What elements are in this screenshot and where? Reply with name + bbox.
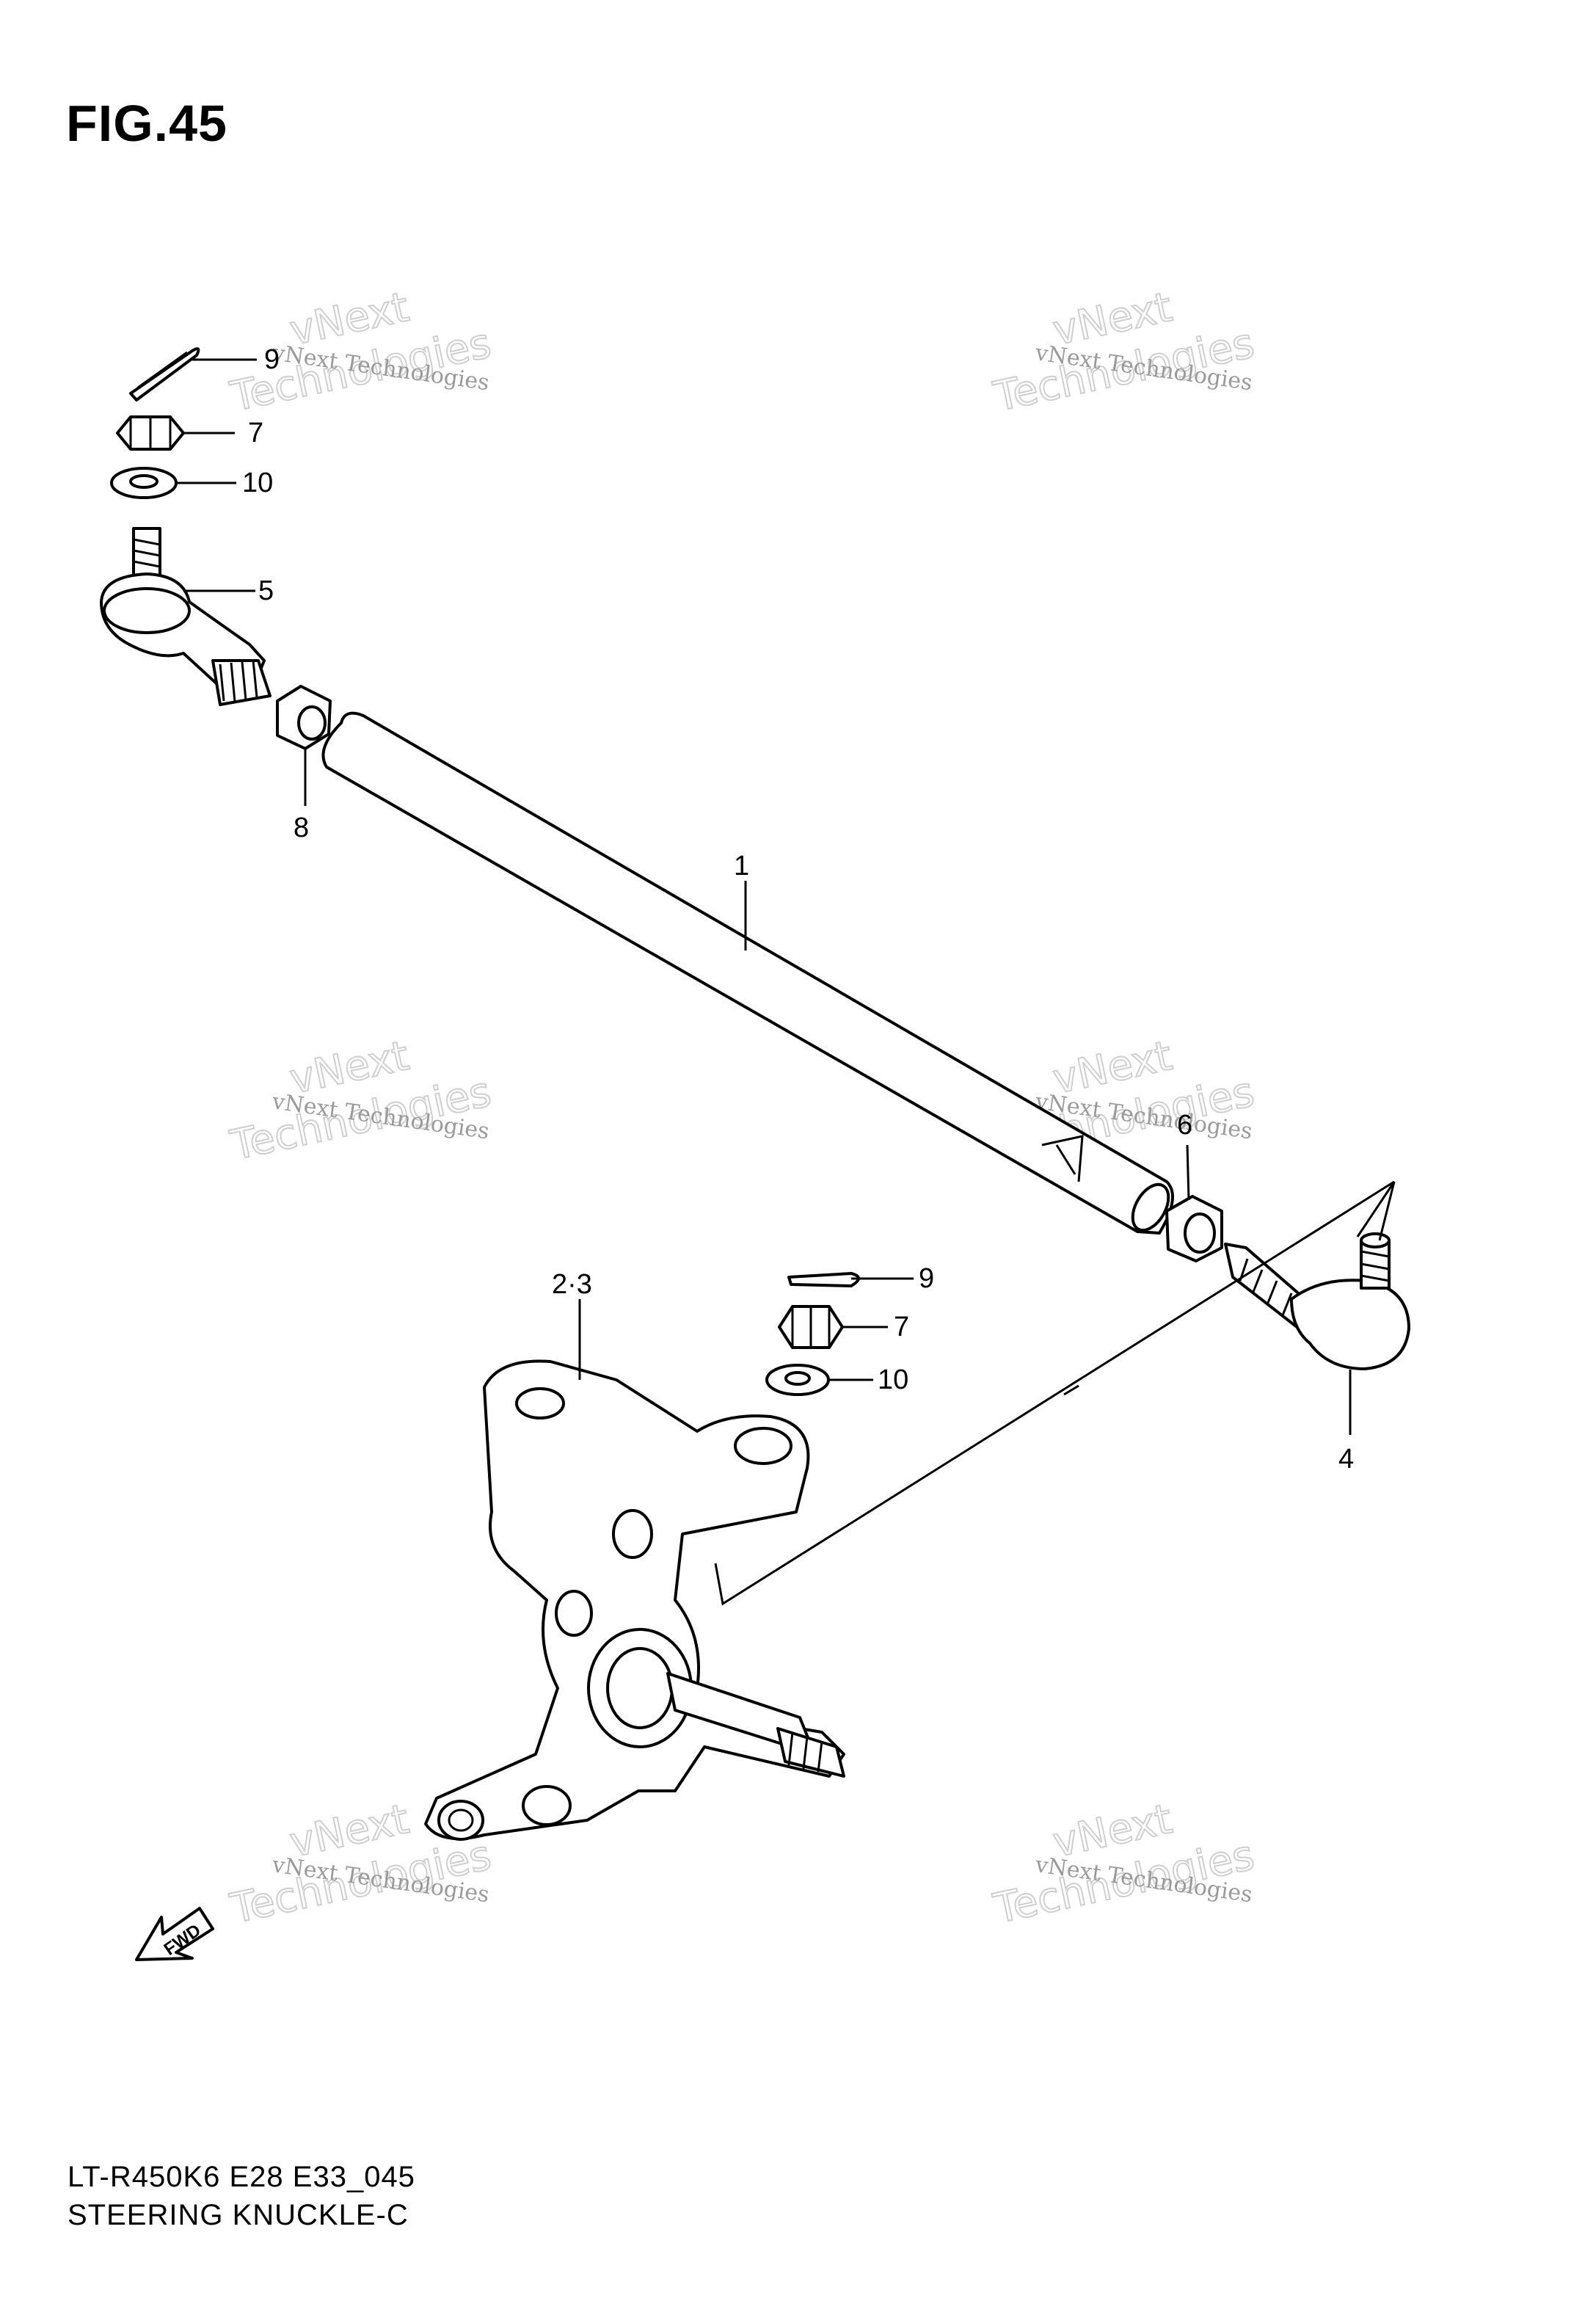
steering-knuckle bbox=[424, 1359, 845, 1841]
callout-1: 1 bbox=[734, 851, 749, 881]
assembly-guide-dash bbox=[1063, 1384, 1079, 1396]
washer-upper bbox=[110, 467, 178, 499]
callout-7-lower: 7 bbox=[894, 1312, 909, 1342]
figure-title: FIG.45 bbox=[66, 95, 227, 152]
washer-lower bbox=[765, 1364, 830, 1396]
watermark-bottom-right: vNext Technologies vNext Technologies bbox=[988, 1795, 1258, 1934]
watermark-mid-left: vNext Technologies vNext Technologies bbox=[225, 1031, 495, 1171]
fwd-arrow-icon: FWD bbox=[135, 1907, 214, 1961]
callout-6: 6 bbox=[1177, 1110, 1192, 1141]
callout-9-lower: 9 bbox=[919, 1263, 934, 1294]
callout-10-lower: 10 bbox=[878, 1364, 908, 1395]
watermark-top-right: vNext Technologies vNext Technologies bbox=[988, 283, 1258, 422]
callout-4: 4 bbox=[1338, 1444, 1354, 1475]
footer-caption: STEERING KNUCKLE-C bbox=[68, 2199, 409, 2231]
tie-rod-tube bbox=[321, 711, 1174, 1235]
tie-rod-end-left bbox=[100, 527, 272, 706]
callout-9-upper: 9 bbox=[264, 344, 280, 375]
locknut-left bbox=[276, 685, 332, 750]
cotter-pin-lower bbox=[787, 1272, 860, 1287]
leader-lines bbox=[176, 358, 1352, 1435]
footer-model-code: LT-R450K6 E28 E33_045 bbox=[68, 2161, 415, 2193]
callout-2-3: 2·3 bbox=[552, 1269, 592, 1300]
callout-7-upper: 7 bbox=[248, 418, 263, 448]
cotter-pin-upper bbox=[129, 347, 200, 401]
castle-nut-upper bbox=[116, 415, 185, 451]
callout-5: 5 bbox=[258, 575, 274, 606]
tie-rod-end-right bbox=[1224, 1232, 1410, 1370]
castle-nut-lower bbox=[778, 1305, 844, 1349]
callout-8: 8 bbox=[294, 813, 309, 843]
locknut-right bbox=[1165, 1195, 1223, 1262]
callout-10-upper: 10 bbox=[242, 468, 273, 498]
assembly-guide-line bbox=[714, 1180, 1396, 1606]
